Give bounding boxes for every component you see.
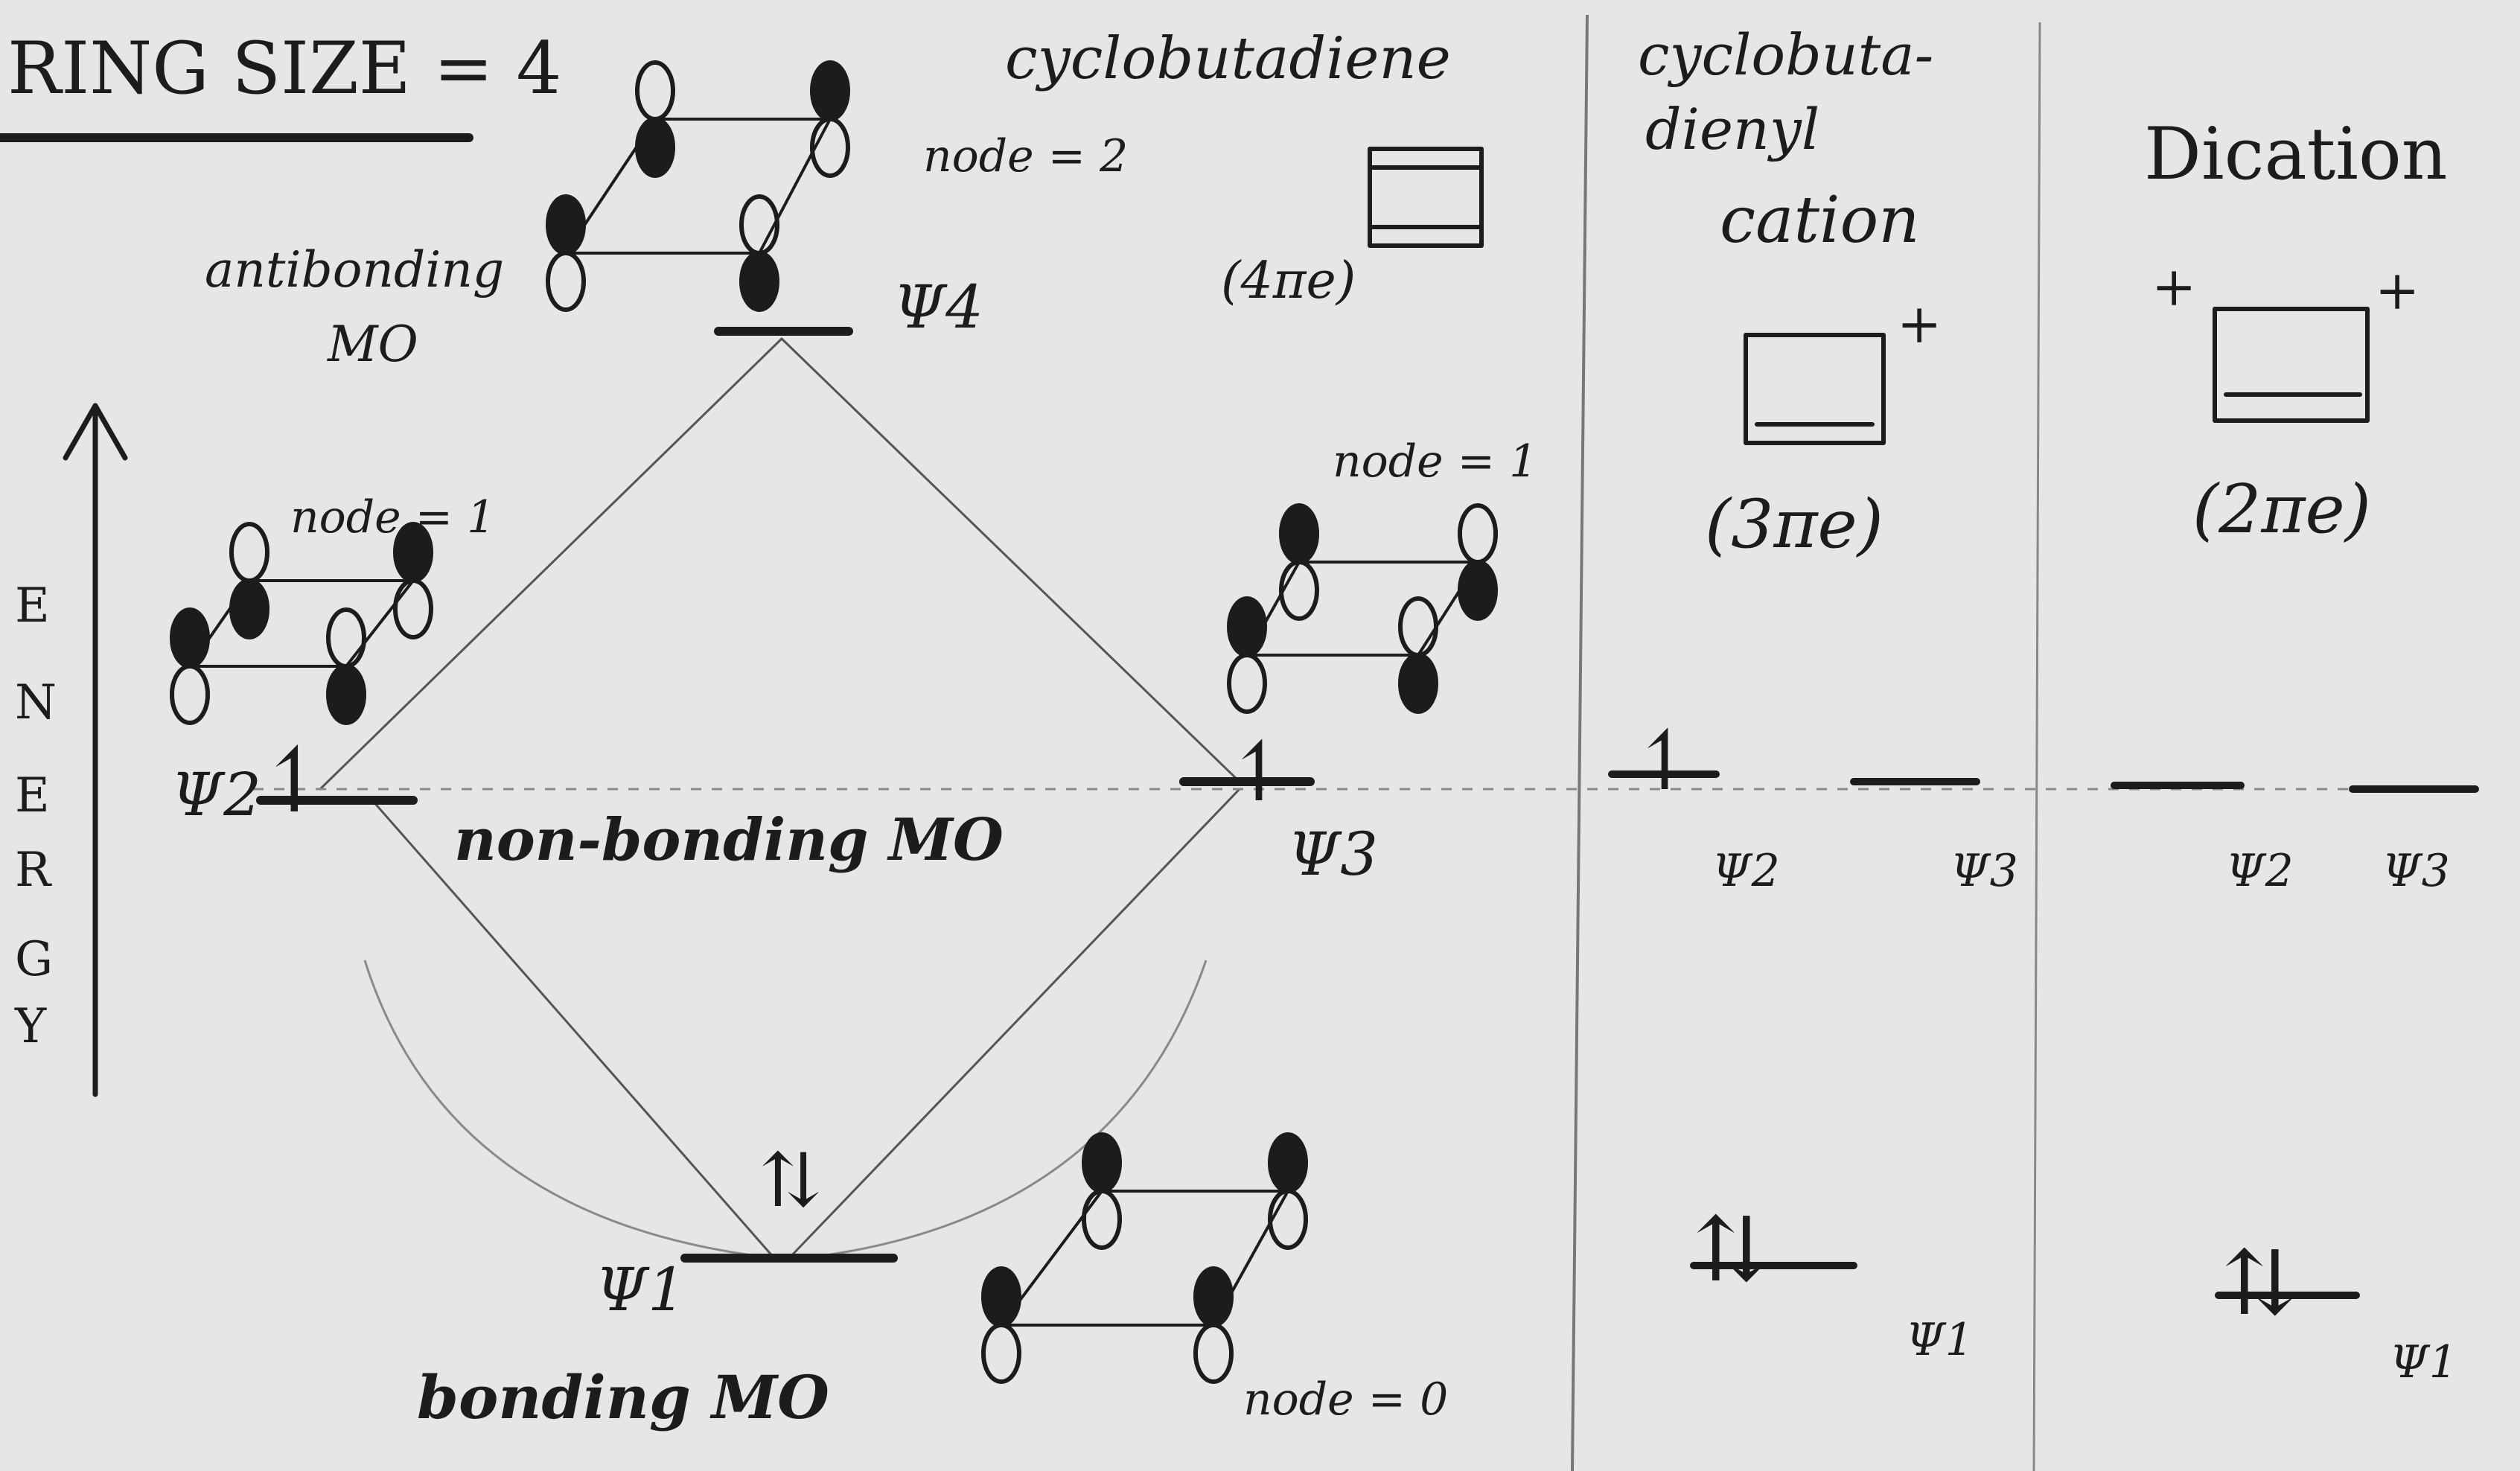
correlation-line xyxy=(788,788,1241,1260)
cation-ring xyxy=(1744,333,1886,445)
axis-letter: G xyxy=(15,932,53,987)
p-orbital-lobe xyxy=(1193,1266,1234,1384)
cyclobutadiene-heading: cyclobutadiene xyxy=(1005,25,1451,92)
dication-heading: Dication xyxy=(2144,112,2448,196)
dication-charge-right: + xyxy=(2375,259,2419,322)
axis-letter: Y xyxy=(14,999,47,1054)
p-orbital-lobe xyxy=(546,194,586,312)
cation-psi2-electron: ↿ xyxy=(1630,713,1699,808)
psi1-electron-pair: ⇅ xyxy=(759,1137,822,1224)
separator-line-2 xyxy=(2032,22,2041,1471)
p-orbital-lobe xyxy=(393,522,433,639)
orbital-lobes xyxy=(170,60,1498,1384)
cation-psi3-label: Ψ3 xyxy=(1950,845,2018,897)
p-orbital-lobe xyxy=(981,1266,1021,1384)
cation-heading-3: cation xyxy=(1720,183,1920,258)
dication-electrons: (2πe) xyxy=(2192,470,2371,549)
dication-ring xyxy=(2213,307,2370,423)
p-orbital-lobe xyxy=(635,60,675,178)
dication-psi2-label: Ψ2 xyxy=(2226,845,2294,897)
separator-line-1 xyxy=(1571,14,1589,1471)
cation-electrons: (3πe) xyxy=(1705,485,1883,564)
psi3-node-label: node = 1 xyxy=(1333,435,1537,488)
p-orbital-lobe xyxy=(1279,503,1319,621)
dication-psi1-label: Ψ1 xyxy=(2390,1336,2457,1388)
axis-letter: E xyxy=(15,768,50,823)
p-orbital-lobe xyxy=(1458,503,1498,621)
dication-charge-left: + xyxy=(2151,255,2196,318)
axis-letter: E xyxy=(15,578,50,634)
faint-arc xyxy=(803,960,1208,1260)
energy-axis-arrowhead xyxy=(63,403,128,461)
antibonding-label-mo: MO xyxy=(327,316,418,373)
psi4-label: Ψ4 xyxy=(893,272,983,342)
dication-psi1-electron-pair: ⇅ xyxy=(2222,1232,2297,1336)
cation-psi1-electron-pair: ⇅ xyxy=(1694,1199,1769,1302)
p-orbital-lobe xyxy=(170,607,210,725)
psi3-label: Ψ3 xyxy=(1288,820,1378,889)
cation-heading-2: dienyl xyxy=(1645,96,1819,162)
p-orbital-lobe xyxy=(1227,596,1267,714)
p-orbital-lobe xyxy=(229,522,269,639)
cation-psi2-label: Ψ2 xyxy=(1712,845,1780,897)
nonbonding-label: non-bonding MO xyxy=(454,806,1004,874)
cation-charge: + xyxy=(1897,293,1942,355)
psi2-electron-arrow: ↿ xyxy=(257,730,332,833)
correlation-line xyxy=(371,799,776,1260)
psi3-electron-arrow: ↿ xyxy=(1225,724,1293,820)
psi2-node-label: node = 1 xyxy=(290,491,495,543)
p-orbital-lobe xyxy=(1268,1132,1308,1250)
axis-letter: N xyxy=(15,675,57,730)
faint-arc xyxy=(363,960,775,1260)
p-orbital-lobe xyxy=(326,607,366,725)
psi1-orbital-sketch xyxy=(1000,1190,1289,1327)
axis-letter: R xyxy=(15,843,52,898)
psi1-node-label: node = 0 xyxy=(1243,1373,1448,1426)
cyclobutadiene-ring xyxy=(1368,147,1484,248)
correlation-line xyxy=(780,337,1241,783)
psi4-node-label: node = 2 xyxy=(923,130,1128,182)
bonding-label: bonding MO xyxy=(417,1362,829,1432)
title: RING SIZE = 4 xyxy=(7,27,561,110)
p-orbital-lobe xyxy=(1082,1132,1122,1250)
p-orbital-lobe xyxy=(1398,596,1438,714)
dication-psi3-label: Ψ3 xyxy=(2382,845,2450,897)
p-orbital-lobe xyxy=(810,60,850,178)
cation-heading-1: cyclobuta- xyxy=(1638,22,1933,88)
antibonding-label: antibonding xyxy=(205,241,504,299)
psi2-orbital-sketch xyxy=(188,579,415,668)
psi1-label: Ψ1 xyxy=(596,1255,686,1324)
correlation-line xyxy=(319,337,783,791)
p-orbital-lobe xyxy=(739,194,779,312)
psi4-orbital-sketch xyxy=(564,118,832,255)
cyclobutadiene-electrons: (4πe) xyxy=(1221,252,1356,310)
psi2-label: Ψ2 xyxy=(171,760,261,829)
cation-psi1-label: Ψ1 xyxy=(1906,1314,1974,1366)
